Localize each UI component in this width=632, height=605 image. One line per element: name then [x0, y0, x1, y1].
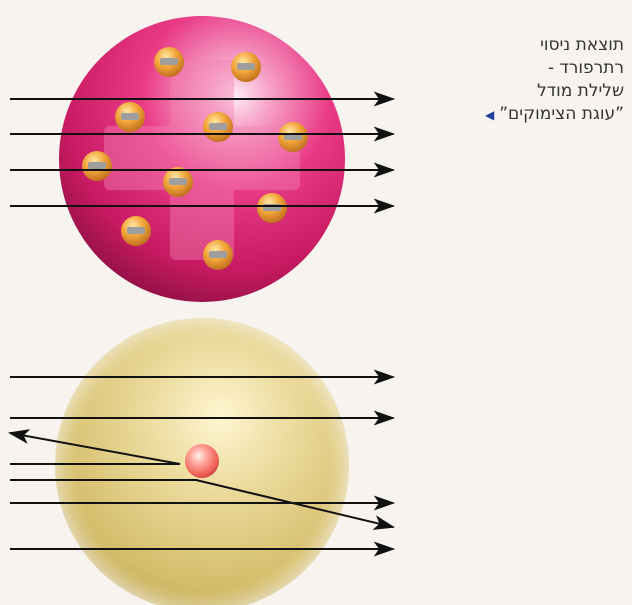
caption-line-1: תוצאת ניסוי: [424, 34, 624, 57]
caption-line-4-text: ”עוגת הצימוקים”: [499, 104, 624, 124]
caption-line-2: רתרפורד -: [424, 57, 624, 80]
electron: [203, 240, 233, 270]
caption-line-4: ”עוגת הצימוקים” ◀: [424, 103, 624, 127]
electron: [203, 112, 233, 142]
electron: [121, 216, 151, 246]
thomson-model: [10, 16, 393, 302]
electron: [154, 47, 184, 77]
electron: [231, 52, 261, 82]
triangle-left-icon: ◀: [485, 108, 494, 122]
electron: [278, 122, 308, 152]
nucleus: [185, 444, 219, 478]
electron: [115, 102, 145, 132]
electron: [163, 167, 193, 197]
caption: תוצאת ניסוי רתרפורד - שלילת מודל ”עוגת ה…: [424, 34, 624, 127]
caption-line-3: שלילת מודל: [424, 80, 624, 103]
rutherford-model: [10, 318, 393, 605]
electron: [257, 193, 287, 223]
electron: [82, 151, 112, 181]
